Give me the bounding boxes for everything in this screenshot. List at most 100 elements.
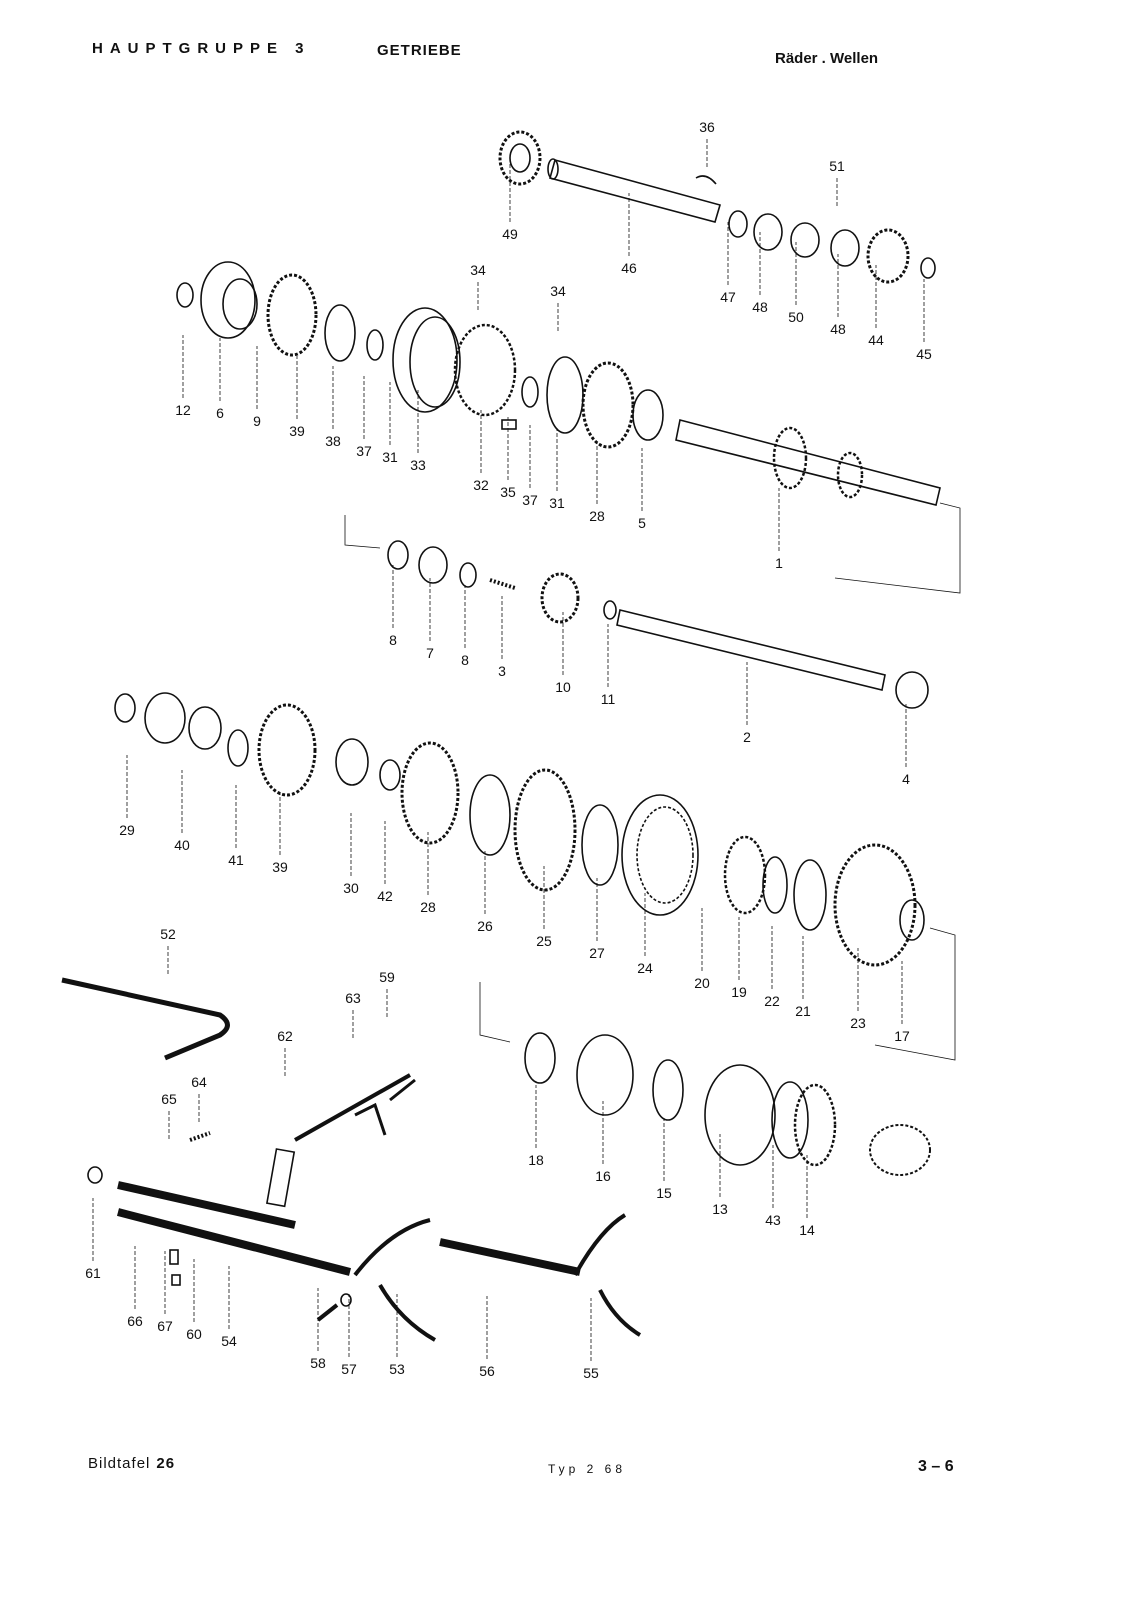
callout-label: 8: [389, 632, 397, 648]
callout-label: 21: [795, 1003, 811, 1019]
group-heading: HAUPTGRUPPE 3: [92, 40, 311, 57]
hub-32: [453, 323, 517, 417]
callout-label: 29: [119, 822, 135, 838]
key-35: [501, 419, 517, 430]
callout-label: 31: [382, 449, 398, 465]
gear-23: [833, 843, 917, 967]
gear-28b: [400, 741, 460, 845]
callout-label: 31: [549, 495, 565, 511]
callout-label: 7: [426, 645, 434, 661]
callout-label: 18: [528, 1152, 544, 1168]
callout-label: 36: [699, 119, 715, 135]
lever-62: [265, 1148, 296, 1208]
callout-label: 15: [656, 1185, 672, 1201]
bearing-7: [418, 546, 448, 584]
callout-label: 43: [765, 1212, 781, 1228]
callout-label: 37: [522, 492, 538, 508]
callout-label: 27: [589, 945, 605, 961]
ring-22: [762, 856, 788, 914]
main-shaft-46: [547, 158, 721, 223]
bearing-5: [632, 389, 664, 441]
callout-label: 34: [470, 262, 486, 278]
bearing-48b: [830, 229, 860, 267]
ring-37b: [521, 376, 539, 408]
pinion-gear: [869, 1124, 931, 1176]
callout-label: 8: [461, 652, 469, 668]
bearing-48: [753, 213, 783, 251]
bearing-6: [200, 261, 256, 339]
callout-label: 51: [829, 158, 845, 174]
callout-label: 61: [85, 1265, 101, 1281]
fork-59: [354, 1078, 416, 1136]
washer-57: [340, 1293, 352, 1307]
callout-label: 13: [712, 1201, 728, 1217]
ring-21: [793, 859, 827, 931]
callout-label: 32: [473, 477, 489, 493]
callout-label: 25: [536, 933, 552, 949]
ring-31: [546, 356, 584, 434]
callout-label: 38: [325, 433, 341, 449]
bushing-38: [324, 304, 356, 362]
callout-label: 52: [160, 926, 176, 942]
callout-label: 54: [221, 1333, 237, 1349]
callout-label: 23: [850, 1015, 866, 1031]
ring-27: [581, 804, 619, 886]
callout-label: 3: [498, 663, 506, 679]
rod-63: [294, 1073, 411, 1142]
callout-label: 65: [161, 1091, 177, 1107]
gear-25: [513, 768, 577, 892]
callout-label: 57: [341, 1361, 357, 1377]
fork-55: [573, 1213, 642, 1337]
callout-label: 64: [191, 1074, 207, 1090]
callout-label: 24: [637, 960, 653, 976]
spring-64: [189, 1131, 211, 1142]
callout-label: 48: [830, 321, 846, 337]
bushing-30: [335, 738, 369, 786]
bearing-14: [793, 1083, 837, 1167]
bearing-40: [144, 692, 186, 744]
routing-arrow-2: [479, 927, 956, 1061]
callout-label: 28: [420, 899, 436, 915]
callout-label: 47: [720, 289, 736, 305]
ring-37: [366, 329, 384, 361]
callout-label: 14: [799, 1222, 815, 1238]
bushing-50: [790, 222, 820, 258]
gear-10: [540, 572, 580, 624]
callout-label: 46: [621, 260, 637, 276]
callout-label: 45: [916, 346, 932, 362]
callout-label: 5: [638, 515, 646, 531]
callout-label: 53: [389, 1361, 405, 1377]
callout-label: 33: [410, 457, 426, 473]
routing-arrow-1: [344, 502, 961, 594]
callout-label: 55: [583, 1365, 599, 1381]
spring-3: [489, 578, 516, 590]
pin-67: [171, 1274, 181, 1286]
callout-label: 20: [694, 975, 710, 991]
rod-60: [117, 1181, 296, 1229]
bolt-58: [316, 1303, 339, 1322]
callout-label: 63: [345, 990, 361, 1006]
plate-number: 26: [156, 1455, 176, 1472]
callout-label: 44: [868, 332, 884, 348]
circlip-45: [920, 257, 936, 279]
callout-label: 40: [174, 837, 190, 853]
pin-66: [169, 1249, 179, 1265]
callout-label: 9: [253, 413, 261, 429]
callout-label: 17: [894, 1028, 910, 1044]
circlip-29: [114, 693, 136, 723]
ring-41: [227, 729, 249, 767]
callout-label: 6: [216, 405, 224, 421]
bearing-4: [895, 671, 929, 709]
callout-label: 19: [731, 984, 747, 1000]
lever-52: [61, 977, 230, 1061]
callout-label: 4: [902, 771, 910, 787]
sleeve-24: [621, 794, 699, 916]
circlip-12: [176, 282, 194, 308]
callout-label: 39: [289, 423, 305, 439]
nut-18: [524, 1032, 556, 1084]
bearing-26: [469, 774, 511, 856]
model-type: Typ 2 68: [548, 1462, 627, 1476]
callout-label: 35: [500, 484, 516, 500]
